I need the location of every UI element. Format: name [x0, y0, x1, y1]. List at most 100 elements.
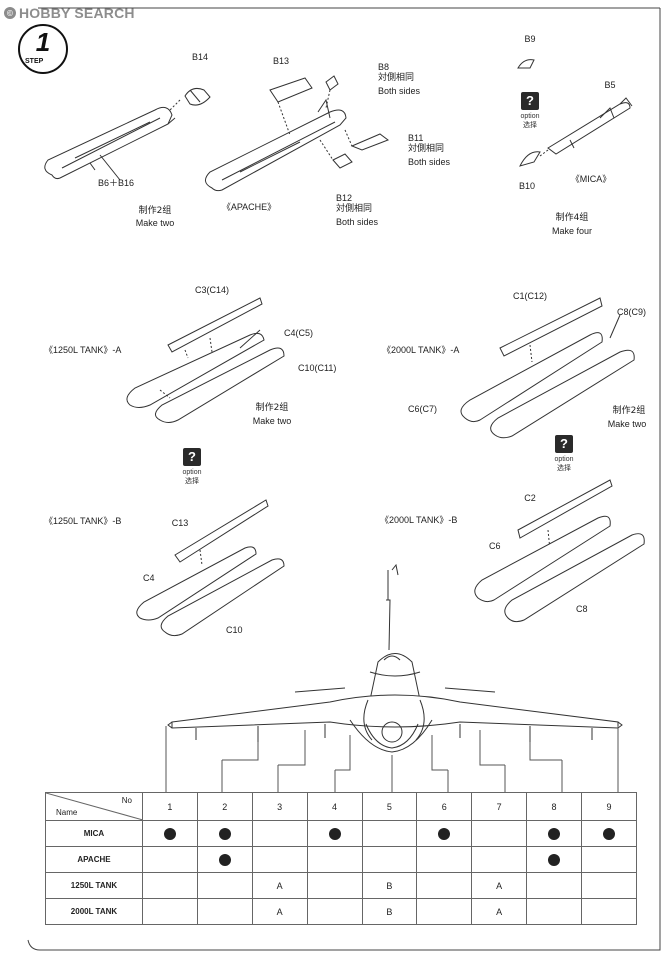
station-leader-lines — [165, 726, 619, 792]
table-cell — [581, 846, 637, 873]
tank-2000-b-title: 《2000L TANK》-B — [380, 515, 458, 525]
table-cell: B — [361, 872, 418, 899]
label-2000a-make-two-en: Make two — [607, 419, 647, 429]
b12-fin — [319, 139, 353, 169]
label-b8-both-sides-en: Both sides — [378, 86, 421, 96]
table-cell — [306, 820, 363, 847]
option-label-cn: 选择 — [557, 464, 571, 472]
question-icon: ? — [521, 92, 539, 110]
mica-launcher-pod — [44, 106, 176, 180]
station-number: 6 — [416, 792, 473, 821]
table-cell — [416, 898, 473, 925]
label-c4: C4 — [143, 573, 155, 583]
table-cell: A — [471, 872, 528, 899]
mount-dot-icon — [163, 827, 176, 840]
label-b5: B5 — [604, 80, 616, 90]
table-cell — [526, 898, 582, 925]
station-number: 7 — [471, 792, 528, 821]
label-make-four-en: Make four — [551, 226, 593, 236]
label-1250a-make-two-en: Make two — [252, 416, 292, 426]
mount-dot-icon — [548, 853, 561, 866]
watermark-text: HOBBY SEARCH — [19, 5, 135, 21]
page-border-side — [27, 8, 661, 951]
step-word: STEP — [25, 58, 44, 65]
label-mica: 《MICA》 — [570, 174, 612, 184]
table-cell — [142, 820, 198, 847]
table-cell: A — [251, 872, 308, 899]
label-b8-both-sides-cn: 対側相同 — [378, 73, 415, 83]
label-b11-both-sides-cn: 対側相同 — [408, 144, 445, 154]
b9-nose — [517, 59, 535, 69]
station-number: 1 — [142, 792, 198, 821]
table-cell — [526, 872, 582, 899]
station-number: 3 — [251, 792, 308, 821]
label-apache: 《APACHE》 — [221, 202, 277, 212]
station-number: 8 — [526, 792, 582, 821]
table-cell — [142, 898, 198, 925]
tank-2000-a — [460, 297, 635, 439]
header-no: No — [121, 796, 132, 805]
table-cell — [196, 898, 253, 925]
label-c1c12: C1(C12) — [512, 291, 548, 301]
row-name: 2000L TANK — [45, 898, 143, 925]
label-b12-both-sides-cn: 対側相同 — [336, 204, 373, 214]
table-cell — [196, 846, 253, 873]
label-c3c14: C3(C14) — [194, 285, 230, 295]
b13-part — [269, 77, 313, 136]
question-icon: ? — [183, 448, 201, 466]
mount-dot-icon — [218, 827, 231, 840]
table-cell — [251, 820, 308, 847]
label-c8: C8 — [576, 604, 588, 614]
label-c10: C10 — [226, 625, 243, 635]
option-marker-left: ? option 选择 — [162, 448, 222, 486]
mount-dot-icon — [548, 827, 561, 840]
table-cell — [306, 846, 363, 873]
station-number: 2 — [196, 792, 253, 821]
tank-2000-b — [474, 479, 645, 623]
corner-diagonal — [46, 793, 143, 820]
option-label-en: option — [520, 113, 540, 120]
table-cell — [526, 820, 582, 847]
station-number: 4 — [306, 792, 363, 821]
label-b6b16: B6＋B16 — [97, 178, 135, 188]
label-c10c11: C10(C11) — [298, 363, 337, 373]
table-row: MICA — [45, 820, 637, 847]
b14-nose-cap — [184, 88, 211, 106]
station-number: 9 — [581, 792, 637, 821]
table-cell — [416, 872, 473, 899]
label-1250a-make-two-cn: 制作2组 — [255, 403, 289, 413]
option-marker-right: ? option 选择 — [534, 435, 594, 473]
tank-1250-b — [136, 499, 285, 637]
label-c4c5: C4(C5) — [284, 328, 314, 338]
b8-part — [325, 75, 339, 109]
tank-2000-a-title: 《2000L TANK》-A — [382, 345, 460, 355]
label-b9: B9 — [524, 34, 536, 44]
mica-missile — [547, 97, 633, 155]
mount-dot-icon — [218, 853, 231, 866]
label-c8c9: C8(C9) — [617, 307, 647, 317]
table-cell — [306, 872, 363, 899]
mount-dot-icon — [603, 827, 615, 840]
table-cell — [581, 898, 637, 925]
row-name: MICA — [45, 820, 143, 847]
table-cell — [361, 820, 418, 847]
table-cell — [416, 820, 473, 847]
label-b8: B8 — [378, 62, 390, 72]
b6-leader — [99, 154, 121, 181]
table-cell — [361, 846, 418, 873]
header-name: Name — [56, 808, 78, 817]
step-badge: 1 STEP — [18, 24, 68, 74]
label-c6c7: C6(C7) — [408, 404, 438, 414]
option-label-cn: 选择 — [185, 477, 199, 485]
step-number: 1 — [35, 27, 51, 57]
table-cell — [251, 846, 308, 873]
row-name: APACHE — [45, 846, 143, 873]
b11-fin — [344, 129, 390, 151]
table-cell — [526, 846, 582, 873]
watermark-logo: © — [4, 7, 16, 19]
